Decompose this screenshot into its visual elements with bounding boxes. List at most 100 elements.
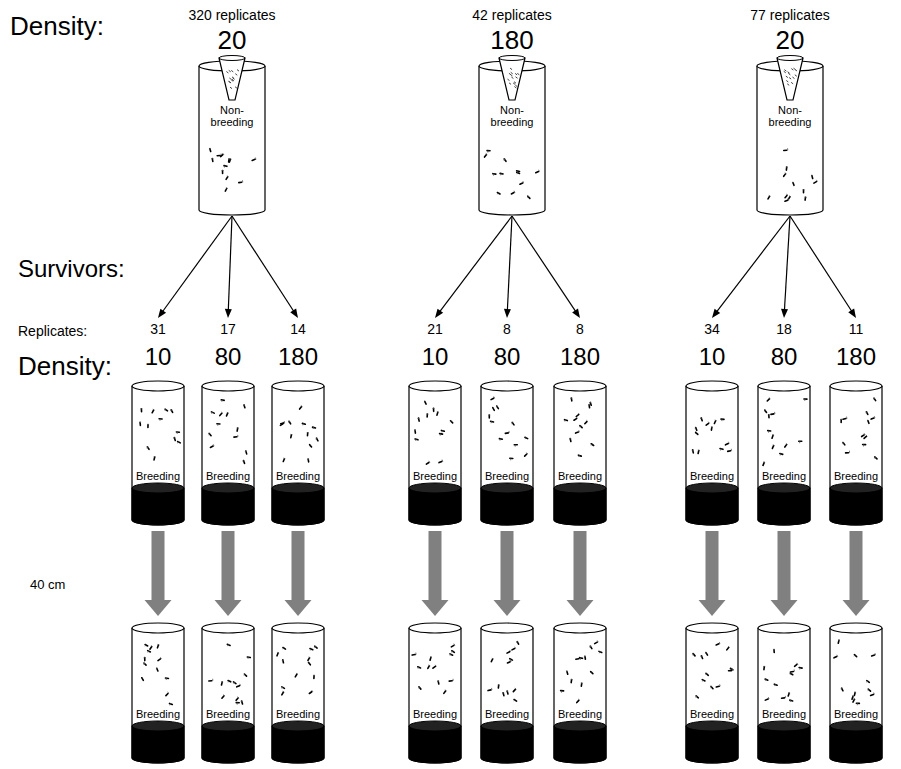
fly-marks — [840, 398, 877, 459]
funnel — [777, 56, 803, 101]
vial-wall — [758, 628, 810, 763]
food-surface — [554, 721, 606, 731]
food-surface — [202, 721, 254, 731]
vial-rim — [554, 381, 606, 391]
fly-marks — [763, 650, 802, 703]
food-medium — [409, 726, 461, 763]
vial-rim — [202, 381, 254, 391]
split-arrow — [790, 216, 856, 318]
vial-wall — [202, 628, 254, 763]
breeding-vial: 1780Breeding — [196, 320, 260, 525]
breeding-vial: Breeding — [196, 622, 260, 764]
vial-outline — [409, 381, 461, 525]
food-surface — [830, 721, 882, 731]
non-breeding-vial: 77 replicates20Non-breeding — [735, 6, 845, 216]
fly-marks — [139, 409, 180, 460]
vial-shape — [752, 622, 816, 764]
fly-marks — [280, 405, 318, 461]
food-surface — [272, 483, 324, 493]
vial-label: Non-breeding — [207, 104, 257, 128]
transfer-arrow — [771, 531, 798, 616]
transfer-arrow — [215, 531, 242, 616]
vial-label: Breeding — [196, 708, 260, 720]
fly-marks — [834, 640, 876, 705]
transfer-arrow — [843, 531, 870, 616]
food-medium — [758, 726, 810, 763]
funnel — [499, 56, 525, 101]
vial-outline — [758, 623, 810, 763]
fly-marks — [561, 640, 602, 702]
non-breeding-vial: 42 replicates180Non-breeding — [457, 6, 567, 216]
density-number: 10 — [126, 344, 190, 370]
vial-wall — [132, 386, 184, 525]
density-number: 20 — [735, 26, 845, 55]
fly-marks — [565, 398, 594, 457]
transfer-arrow — [285, 531, 312, 616]
vial-wall — [686, 386, 738, 525]
axis-label: Density: — [10, 12, 104, 41]
vial-wall — [481, 386, 533, 525]
vial-outline — [481, 381, 533, 525]
vial-wall — [409, 386, 461, 525]
replicate-count: 42 replicates — [457, 8, 567, 23]
breeding-vial: Breeding — [548, 622, 612, 764]
fly-marks — [209, 644, 250, 704]
funnel — [219, 56, 245, 101]
breeding-vial: 2110Breeding — [403, 320, 467, 525]
vial-wall — [554, 628, 606, 763]
food-surface — [409, 721, 461, 731]
vial-shape — [126, 622, 190, 764]
food-medium — [481, 488, 533, 525]
fly-marks — [209, 400, 247, 464]
vial-label: Breeding — [126, 708, 190, 720]
food-medium — [830, 726, 882, 763]
food-medium — [686, 488, 738, 525]
replicate-count: 34 — [680, 322, 744, 337]
row-label: Replicates: — [18, 324, 87, 339]
breeding-vial: Breeding — [475, 622, 539, 764]
food-surface — [132, 721, 184, 731]
vial-rim — [686, 623, 738, 633]
replicate-count: 31 — [126, 322, 190, 337]
breeding-vial: 880Breeding — [475, 320, 539, 525]
food-medium — [554, 488, 606, 525]
vial-label: Breeding — [548, 708, 612, 720]
vial-outline — [132, 623, 184, 763]
fly-marks — [488, 396, 528, 460]
density-number: 80 — [196, 344, 260, 370]
transfer-arrow — [567, 531, 594, 616]
transfer-arrow — [422, 531, 449, 616]
vial-shape — [680, 622, 744, 764]
vial-rim — [758, 381, 810, 391]
breeding-vial: Breeding — [752, 622, 816, 764]
vial-rim — [132, 623, 184, 633]
vial-wall — [272, 628, 324, 763]
vial-shape — [824, 622, 888, 764]
vial-wall — [830, 386, 882, 525]
vial-outline — [409, 623, 461, 763]
food-surface — [481, 721, 533, 731]
vial-label: Breeding — [403, 470, 467, 482]
food-medium — [132, 726, 184, 763]
fly-marks — [277, 646, 317, 695]
vial-label: Non-breeding — [765, 104, 815, 128]
fly-marks — [693, 642, 733, 698]
vial-rim — [686, 381, 738, 391]
density-number: 10 — [680, 344, 744, 370]
vial-label: Breeding — [824, 708, 888, 720]
food-surface — [202, 483, 254, 493]
transfer-arrow — [494, 531, 521, 616]
food-medium — [481, 726, 533, 763]
vial-outline — [758, 381, 810, 525]
vial-outline — [554, 381, 606, 525]
vial-wall — [199, 66, 265, 215]
density-number: 20 — [177, 26, 287, 55]
split-arrow — [225, 216, 232, 318]
density-number: 10 — [403, 344, 467, 370]
vial-shape — [475, 622, 539, 764]
vial-outline — [272, 381, 324, 525]
split-arrow — [158, 216, 232, 318]
breeding-vial: 11180Breeding — [824, 320, 888, 525]
vial-outline — [830, 381, 882, 525]
density-number: 180 — [266, 344, 330, 370]
